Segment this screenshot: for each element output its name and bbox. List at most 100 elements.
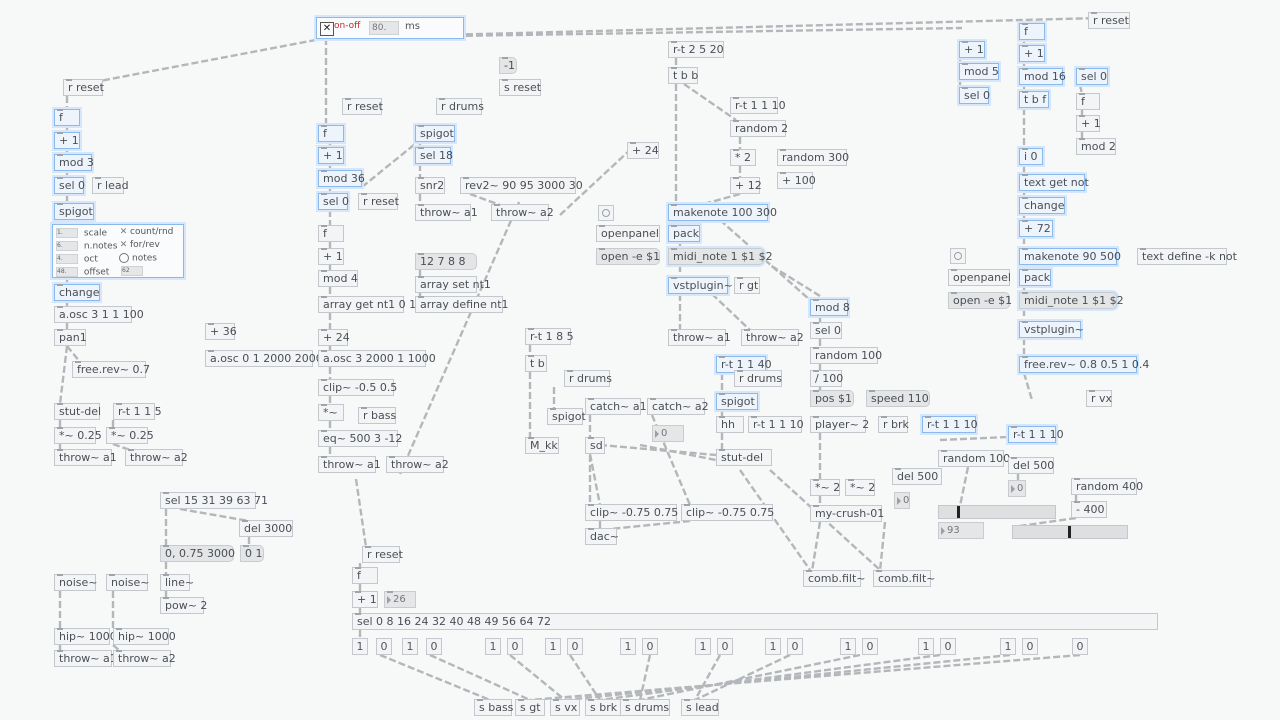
toggle-box[interactable]: 0: [376, 638, 392, 655]
object-box[interactable]: r reset: [63, 79, 104, 96]
inlet-port[interactable]: [671, 248, 677, 250]
toggle-box[interactable]: 0: [940, 638, 956, 655]
object-box[interactable]: r drums: [734, 370, 782, 387]
object-box[interactable]: M_kk: [525, 437, 559, 454]
object-box[interactable]: + 1: [1076, 115, 1101, 132]
patch-cord[interactable]: [609, 519, 691, 531]
toggle-box[interactable]: 0: [717, 638, 733, 655]
object-box[interactable]: clip~ -0.5 0.5: [318, 379, 397, 396]
object-box[interactable]: pow~ 2: [160, 597, 207, 614]
patch-cord[interactable]: [939, 435, 1009, 442]
object-box[interactable]: + 24: [318, 329, 350, 346]
object-box[interactable]: throw~ a1: [668, 329, 731, 346]
object-box[interactable]: r gt: [734, 277, 760, 294]
slider-value-number[interactable]: 93: [938, 522, 984, 539]
inlet-port[interactable]: [418, 276, 424, 278]
for-rev-checkbox-icon[interactable]: ✕: [119, 240, 128, 250]
object-box[interactable]: s drums: [620, 699, 670, 716]
inlet-port[interactable]: [780, 149, 786, 151]
object-box[interactable]: r reset: [342, 98, 383, 115]
object-box[interactable]: spigot: [547, 408, 586, 425]
object-box[interactable]: pack: [1019, 269, 1051, 286]
patch-cord[interactable]: [599, 653, 941, 702]
message-box[interactable]: 12 7 8 8: [415, 253, 477, 270]
inlet-port[interactable]: [502, 79, 508, 81]
object-box[interactable]: mod 2: [1076, 138, 1116, 155]
object-box[interactable]: throw~ a1: [54, 449, 117, 466]
inlet-port[interactable]: [66, 79, 72, 81]
inlet-port[interactable]: [321, 350, 327, 352]
inlet-port[interactable]: [588, 504, 594, 506]
object-box[interactable]: spigot: [54, 203, 94, 220]
inlet-port[interactable]: [751, 416, 757, 418]
inlet-port[interactable]: [57, 574, 63, 576]
inlet-port[interactable]: [630, 142, 636, 144]
inlet-port[interactable]: [1079, 93, 1085, 95]
object-box[interactable]: r drums: [436, 98, 484, 115]
inlet-port[interactable]: [813, 322, 819, 324]
inlet-port[interactable]: [813, 347, 819, 349]
inlet-port[interactable]: [321, 329, 327, 331]
inlet-port[interactable]: [1022, 148, 1028, 150]
object-box[interactable]: s gt: [515, 699, 545, 716]
object-box[interactable]: array get nt1 0 1: [318, 296, 416, 313]
object-box[interactable]: + 36: [205, 323, 237, 340]
object-box[interactable]: + 72: [1019, 220, 1053, 237]
message-box[interactable]: pos $1: [810, 390, 854, 407]
object-box[interactable]: i 0: [1019, 148, 1043, 165]
inlet-port[interactable]: [321, 456, 327, 458]
patch-cord[interactable]: [564, 653, 1011, 702]
inlet-port[interactable]: [780, 172, 786, 174]
toggle-box[interactable]: 0: [426, 638, 442, 655]
object-box[interactable]: + 1: [1019, 45, 1045, 62]
patch-cord[interactable]: [398, 199, 522, 475]
inlet-port[interactable]: [671, 329, 677, 331]
offset-number[interactable]: 48.: [56, 267, 78, 277]
inlet-port[interactable]: [962, 87, 968, 89]
object-box[interactable]: array set nt1: [415, 276, 491, 293]
message-box[interactable]: -1: [499, 57, 517, 74]
inlet-port[interactable]: [57, 628, 63, 630]
inlet-port[interactable]: [502, 57, 508, 59]
inlet-port[interactable]: [1022, 269, 1028, 271]
patch-cord[interactable]: [529, 653, 1081, 702]
object-box[interactable]: - 400: [1071, 501, 1107, 518]
object-box[interactable]: random 400: [1071, 478, 1143, 495]
inlet-port[interactable]: [494, 204, 500, 206]
inlet-port[interactable]: [550, 408, 556, 410]
object-box[interactable]: r-t 1 1 40: [716, 356, 772, 373]
inlet-port[interactable]: [1022, 220, 1028, 222]
inlet-port[interactable]: [477, 699, 483, 701]
inlet-port[interactable]: [719, 393, 725, 395]
inlet-port[interactable]: [208, 350, 214, 352]
inlet-port[interactable]: [623, 699, 629, 701]
inlet-port[interactable]: [389, 456, 395, 458]
inlet-port[interactable]: [848, 479, 854, 481]
patch-cord[interactable]: [878, 521, 887, 572]
message-box[interactable]: midi_note 1 $1 $2: [1019, 292, 1124, 309]
object-box[interactable]: random 300: [777, 149, 849, 166]
object-box[interactable]: r drums: [564, 370, 612, 387]
message-box[interactable]: midi_note 1 $1 $2: [668, 248, 773, 265]
inlet-port[interactable]: [109, 427, 115, 429]
inlet-port[interactable]: [1022, 68, 1028, 70]
object-box[interactable]: makenote 100 300: [668, 204, 777, 221]
inlet-port[interactable]: [109, 574, 115, 576]
object-box[interactable]: del 500: [892, 468, 942, 485]
inlet-port[interactable]: [57, 449, 63, 451]
inlet-port[interactable]: [116, 628, 122, 630]
object-box[interactable]: rev2~ 90 95 3000 30: [460, 177, 583, 194]
object-box[interactable]: r-t 1 1 10: [922, 416, 978, 433]
object-box[interactable]: *~ 0.25: [106, 427, 154, 444]
inlet-port[interactable]: [869, 390, 875, 392]
object-box[interactable]: f: [318, 125, 344, 142]
object-box[interactable]: dac~: [585, 528, 619, 545]
inlet-port[interactable]: [599, 225, 605, 227]
object-box[interactable]: eq~ 500 3 -12: [318, 430, 402, 447]
object-box[interactable]: clip~ -0.75 0.75: [681, 504, 774, 521]
inlet-port[interactable]: [1022, 321, 1028, 323]
inlet-port[interactable]: [962, 63, 968, 65]
patch-cord[interactable]: [810, 521, 822, 572]
object-box[interactable]: * 2: [730, 149, 756, 166]
inlet-port[interactable]: [1140, 248, 1146, 250]
